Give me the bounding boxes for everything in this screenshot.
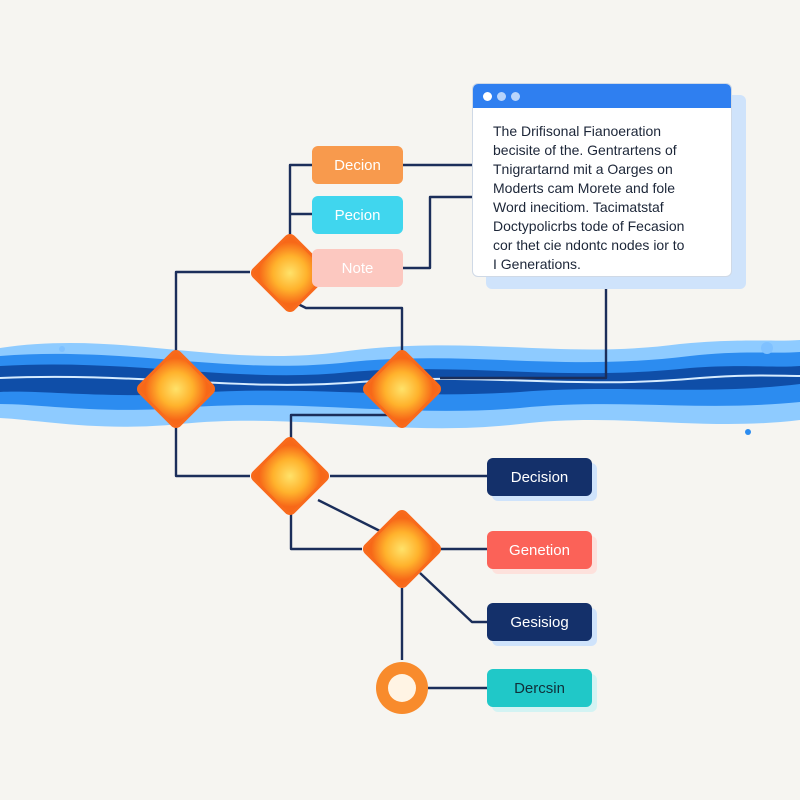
diamond-node-4 xyxy=(250,436,330,516)
window-dot-3 xyxy=(511,91,520,101)
panel-text-line: cor thet cie ndontc nodes ior to xyxy=(493,237,685,253)
connector-panel-d3 xyxy=(440,282,608,380)
water-splash-3 xyxy=(745,429,751,435)
diamond-node-5 xyxy=(362,509,442,589)
panel-text-line: The Drifisonal Fianoeration xyxy=(493,123,662,139)
diamond-node-3 xyxy=(362,349,442,429)
label-top-2[interactable]: Pecion xyxy=(312,196,403,234)
window-dot-2 xyxy=(497,91,506,101)
water-splash-2 xyxy=(59,346,65,352)
label-top-3[interactable]: Note xyxy=(312,249,403,287)
connector-d5-right3 xyxy=(419,572,487,624)
label-right-2[interactable]: Genetion xyxy=(487,531,592,569)
decision-nodes xyxy=(136,233,442,589)
label-right-4[interactable]: Dercsin xyxy=(487,669,592,707)
end-circle-center xyxy=(388,674,416,702)
label-top-1[interactable]: Decion xyxy=(312,146,403,184)
diamond-node-1 xyxy=(250,233,330,313)
panel-text-line: Moderts cam Morete and fole xyxy=(493,180,676,196)
diamond-node-2 xyxy=(136,349,216,429)
window-dot-1 xyxy=(483,91,492,101)
label-right-1[interactable]: Decision xyxy=(487,458,592,496)
connector-lines xyxy=(174,163,608,690)
label-right-3[interactable]: Gesisiog xyxy=(487,603,592,641)
panel-text-line: Word inecitiom. Tacimatstaf xyxy=(493,199,664,215)
panel-text-line: I Generations. xyxy=(493,256,581,272)
end-node xyxy=(376,662,428,714)
panel-text-line: Tnigrartarnd mit a Oarges on xyxy=(493,161,673,177)
water-splash-1 xyxy=(761,342,773,354)
panel-title-bar xyxy=(473,84,731,108)
info-panel: The Drifisonal Fianoeration becisite of … xyxy=(472,83,732,277)
panel-text-line: Doctypolicrbs tode of Fecasion xyxy=(493,218,685,234)
panel-body: The Drifisonal Fianoeration becisite of … xyxy=(473,108,731,274)
connector-panel-2 xyxy=(403,195,473,270)
panel-text-line: becisite of the. Gentrartens of xyxy=(493,142,677,158)
connector-d4-d5-diag xyxy=(317,498,381,533)
